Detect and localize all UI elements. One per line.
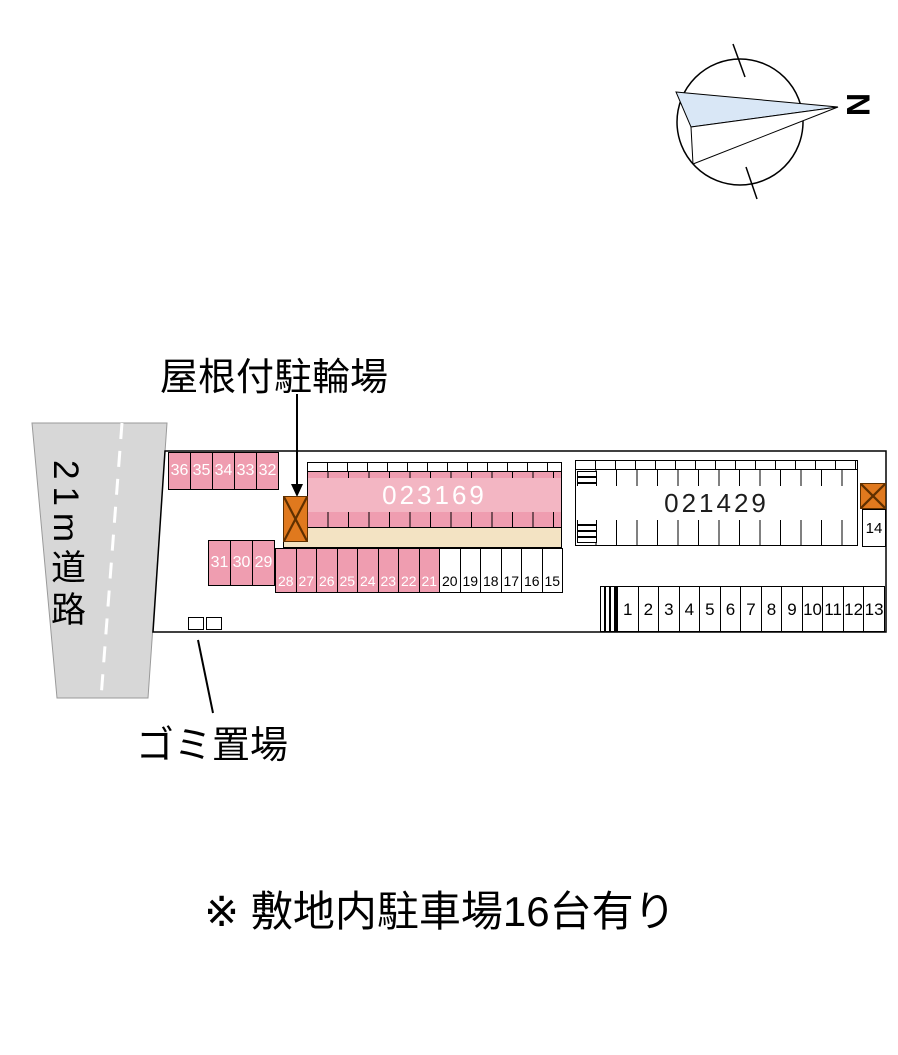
parking-stall: 28 <box>277 573 294 589</box>
walkway-strip <box>283 527 562 548</box>
building-023169: 023169 <box>307 462 562 528</box>
parking-stall: 33 <box>234 453 256 489</box>
parking-stall: 18 <box>480 549 501 592</box>
parking-stall: 21 <box>418 549 440 592</box>
parking-stall: 11 <box>822 587 843 631</box>
garbage-box <box>206 617 222 630</box>
north-label: N <box>840 92 877 117</box>
parking-stall: 36 <box>170 462 189 479</box>
bicycle-leader-arrow-icon <box>291 484 303 497</box>
covered-structure-box <box>860 483 886 509</box>
road-label: 21m道路 <box>46 460 85 634</box>
parking-stall: 8 <box>760 587 782 631</box>
x-hatch-icon <box>284 497 307 541</box>
parking-stall: 10 <box>801 587 823 631</box>
parking-stall: 17 <box>500 549 522 592</box>
parking-stall: 26 <box>316 549 337 592</box>
parking-stall: 2 <box>637 587 659 631</box>
parking-stall: 22 <box>398 549 419 592</box>
parking-stall: 30 <box>230 541 252 585</box>
parking-stall: 5 <box>699 587 720 631</box>
road-centerline <box>99 422 124 699</box>
parking-stall: 19 <box>459 549 481 592</box>
parking-stall: 12 <box>842 587 864 631</box>
building-balcony-row <box>576 461 857 470</box>
hatch-strip <box>600 586 617 632</box>
building-balcony-row <box>308 463 561 472</box>
covered-bicycle-parking-box <box>283 496 308 542</box>
parking-stall: 16 <box>521 549 542 592</box>
garbage-label: ゴミ置場 <box>136 725 289 767</box>
parking-stall: 4 <box>678 587 700 631</box>
bicycle-parking-label: 屋根付駐輪場 <box>160 357 389 399</box>
compass-tick-bottom <box>745 166 758 200</box>
parking-stall: 6 <box>719 587 741 631</box>
parking-stall: 32 <box>256 453 278 489</box>
parking-stall-14: 14 <box>862 509 886 547</box>
parking-stall: 34 <box>212 453 234 489</box>
parking-stall: 23 <box>377 549 399 592</box>
parking-stall: 13 <box>863 587 884 631</box>
parking-stall: 20 <box>441 573 458 589</box>
parking-stall: 35 <box>190 453 212 489</box>
garbage-box <box>188 617 204 630</box>
x-hatch-icon <box>861 484 885 508</box>
building-021429: 021429 <box>575 460 858 546</box>
parking-stall: 9 <box>781 587 802 631</box>
garbage-leader-line <box>197 639 214 714</box>
compass-tick-top <box>732 43 746 78</box>
parking-stall: 3 <box>658 587 679 631</box>
parking-stall: 24 <box>357 549 378 592</box>
compass-circle <box>676 58 804 186</box>
parking-stall: 29 <box>252 541 274 585</box>
building-label: 021429 <box>576 486 857 520</box>
site-note: ※ 敷地内駐車場16台有り <box>204 888 676 935</box>
parking-stall: 15 <box>541 549 563 592</box>
parking-stall: 27 <box>295 549 317 592</box>
parking-stall: 7 <box>740 587 761 631</box>
parking-stall: 31 <box>210 554 229 571</box>
parking-stall: 1 <box>623 599 633 619</box>
compass-needle-lower <box>690 106 839 165</box>
building-label: 023169 <box>308 478 561 512</box>
parking-stall: 25 <box>336 549 358 592</box>
